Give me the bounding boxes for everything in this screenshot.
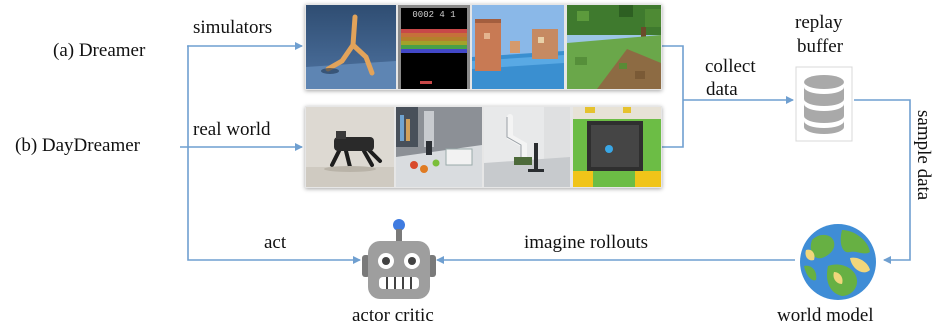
database-icon bbox=[795, 66, 853, 142]
world-model-label: world model bbox=[777, 305, 874, 326]
dmlab-3d-thumbnail bbox=[472, 5, 564, 89]
sphero-navigation-thumbnail bbox=[573, 107, 661, 187]
collect-label: collect bbox=[705, 56, 756, 77]
globe-icon bbox=[798, 222, 878, 302]
sample-data-label: sample data bbox=[913, 110, 934, 201]
a1-quadruped-robot-thumbnail bbox=[306, 107, 394, 187]
real-world-label: real world bbox=[193, 119, 271, 140]
act-label: act bbox=[264, 232, 287, 253]
daydreamer-label: (b) DayDreamer bbox=[15, 135, 141, 156]
xarm-pick-place-thumbnail bbox=[484, 107, 570, 187]
replay-label: replay bbox=[795, 12, 843, 33]
mujoco-walker-thumbnail bbox=[306, 5, 396, 89]
data-label: data bbox=[706, 79, 738, 100]
dreamer-label: (a) Dreamer bbox=[53, 40, 146, 61]
atari-score-text: 0002 4 1 bbox=[412, 10, 455, 20]
simulators-label: simulators bbox=[193, 17, 273, 38]
minecraft-thumbnail bbox=[567, 5, 661, 89]
branch-line bbox=[187, 45, 361, 264]
actor-critic-label: actor critic bbox=[352, 305, 434, 326]
sample-data-arrow bbox=[854, 99, 911, 264]
robot-icon bbox=[362, 217, 436, 301]
atari-breakout-thumbnail: 0002 4 1 bbox=[398, 5, 470, 89]
buffer-label: buffer bbox=[797, 36, 844, 57]
collect-sim-line bbox=[662, 45, 684, 100]
imagine-rollouts-label: imagine rollouts bbox=[524, 232, 649, 253]
ur5-arm-pick-place-thumbnail bbox=[396, 107, 482, 187]
collect-real-line bbox=[662, 100, 684, 148]
